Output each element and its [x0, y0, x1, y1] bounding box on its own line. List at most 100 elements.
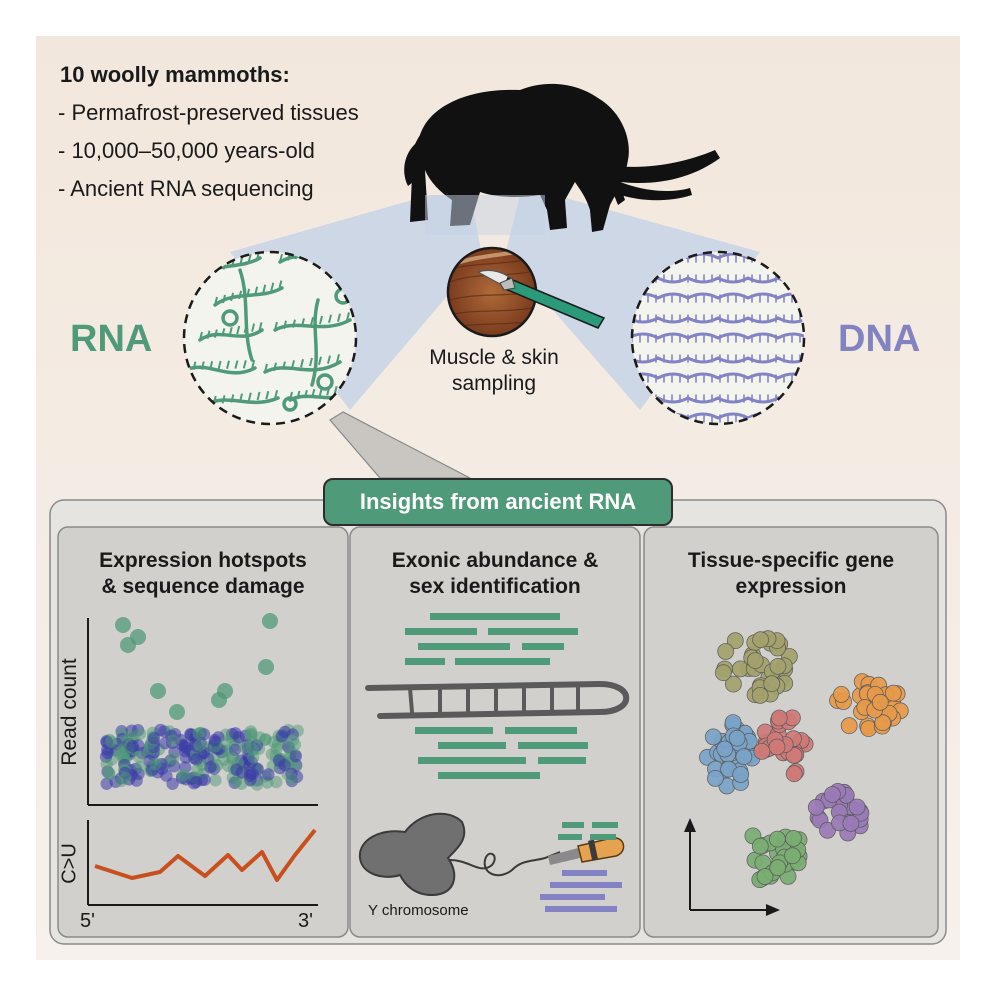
rna-base-mark: [251, 323, 256, 332]
dna-sample-circle: [630, 250, 806, 426]
rna-base-mark: [247, 392, 252, 402]
cluster-cell-dot: [785, 765, 803, 783]
cluster-cell-dot: [751, 687, 769, 704]
read-dot: [204, 761, 217, 774]
rna-base-mark: [303, 389, 308, 399]
rna-base-mark: [327, 355, 331, 364]
y-chromosome-label: Y chromosome: [368, 902, 469, 919]
read-dot: [229, 774, 243, 788]
cluster-cell-dot: [716, 740, 734, 758]
read-dot: [289, 750, 302, 763]
rna-base-mark: [318, 356, 322, 366]
read-count-axis-label: Read count: [58, 658, 81, 766]
rna-base-mark: [336, 354, 340, 363]
rna-base-mark: [251, 359, 256, 369]
y-reads-green: [558, 822, 618, 840]
rna-base-mark: [292, 319, 296, 328]
sampling-label-line1: Muscle & skin: [429, 346, 559, 369]
rna-base-mark: [310, 316, 314, 326]
hotspot-dot: [120, 637, 136, 653]
read-dot: [102, 767, 116, 780]
rna-base-mark: [238, 290, 243, 300]
intro-title: 10 woolly mammoths:: [60, 62, 290, 87]
rna-base-mark: [209, 361, 214, 370]
rna-base-mark: [301, 318, 305, 327]
rna-sample-circle: [182, 250, 358, 426]
cluster-cell-dot: [735, 748, 753, 765]
hotspot-dot: [150, 683, 166, 699]
cluster-cell-dot: [785, 830, 802, 847]
rna-base-mark: [228, 326, 233, 336]
read-dot: [198, 773, 211, 786]
dna-label: DNA: [838, 318, 921, 360]
rna-base-mark: [230, 292, 235, 302]
rna-base-mark: [254, 286, 259, 296]
read-dot: [167, 752, 180, 765]
dna-strand: [632, 372, 804, 380]
rna-base-mark: [274, 321, 278, 331]
rna-base-mark: [230, 394, 235, 403]
cluster-cell-dot: [768, 738, 786, 756]
rna-base-mark: [214, 296, 218, 306]
rna-hairpin-icon: [365, 680, 630, 719]
y-chromosome-icon: [358, 812, 561, 897]
read-dot: [123, 730, 136, 743]
rna-base-mark: [192, 361, 197, 371]
panel-hotspots-title: Expression hotspots & sequence damage: [58, 548, 348, 600]
rna-base-mark: [265, 390, 270, 400]
panel-hotspots-title-line2: & sequence damage: [101, 575, 305, 598]
rna-base-mark: [247, 253, 252, 262]
rna-base-mark: [243, 324, 248, 334]
cluster-cell-dot: [769, 658, 787, 675]
read-dot: [104, 735, 118, 748]
read-dot: [209, 774, 222, 787]
sampling-label-line2: sampling: [451, 372, 537, 395]
y-reads-purple: [540, 870, 622, 912]
read-dot: [247, 750, 260, 764]
panel-tissue-title-line2: expression: [735, 575, 847, 598]
read-dot: [100, 777, 113, 790]
dna-strand: [632, 316, 804, 324]
panel-tissue-title: Tissue-specific gene expression: [644, 548, 938, 600]
rna-base-mark: [318, 387, 323, 397]
rna-base-mark: [242, 360, 247, 369]
rna-base-mark: [346, 312, 350, 321]
cluster-cell-dot: [717, 643, 735, 660]
read-dot: [285, 772, 299, 786]
cluster-cell-dot: [769, 830, 786, 848]
panel-exonic-title-line2: sex identification: [409, 575, 581, 598]
rna-base-mark: [326, 386, 331, 396]
rna-base-mark: [296, 390, 301, 400]
rna-base-mark: [328, 314, 332, 324]
read-dot: [132, 750, 146, 764]
read-dot: [193, 739, 206, 752]
read-dot: [278, 758, 291, 772]
cluster-cell-dot: [751, 837, 769, 855]
rna-base-mark: [274, 390, 279, 399]
cluster-cell-dot: [746, 652, 764, 669]
read-dot: [192, 727, 205, 740]
rna-projection-cone: [230, 195, 482, 410]
dna-strand: [632, 356, 804, 364]
read-dot: [286, 733, 300, 746]
read-count-plot: [87, 613, 318, 806]
cluster-cell-dot: [874, 714, 892, 732]
rna-base-mark: [199, 331, 203, 341]
cluster-cell-dot: [884, 684, 902, 702]
exonic-reads-bottom: [415, 727, 588, 779]
hotspot-dot: [211, 692, 227, 708]
read-dot: [147, 732, 161, 745]
damage-line: [94, 828, 317, 882]
read-dot: [126, 740, 140, 753]
rna-base-mark: [213, 329, 218, 338]
read-dot: [177, 769, 190, 782]
five-prime-label: 5': [80, 910, 95, 932]
read-dot: [133, 727, 147, 741]
cluster-cell-dot: [756, 868, 774, 885]
rna-base-mark: [221, 328, 226, 337]
cluster-cell-dot: [707, 770, 724, 787]
cluster-cell-dot: [833, 686, 850, 703]
exonic-reads-top: [405, 613, 578, 665]
cluster-cell-dot: [840, 717, 858, 735]
